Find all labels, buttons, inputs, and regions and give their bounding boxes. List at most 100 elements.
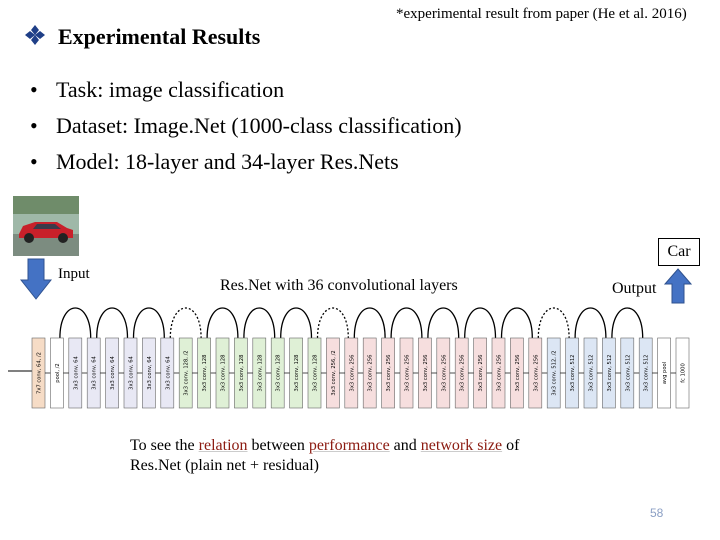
skip-connection-arc <box>169 307 202 339</box>
skip-connection-arc <box>500 307 533 339</box>
layer-block: 3x3 conv, 512 <box>583 337 598 409</box>
layer-block: 3x3 conv, 256 <box>510 337 524 409</box>
bullet-text: Model: 18-layer and 34-layer Res.Nets <box>56 149 399 174</box>
bullet-item: •Model: 18-layer and 34-layer Res.Nets <box>30 149 399 174</box>
layer-label: 3x3 conv, 256 <box>533 355 539 392</box>
skip-connection-arc <box>537 307 570 339</box>
layer-block: 3x3 conv, 256 <box>418 337 432 409</box>
diamond-bullet-icon <box>25 25 45 45</box>
note-highlight: performance <box>308 437 390 454</box>
skip-connection-arc <box>611 307 644 339</box>
skip-connection-arc <box>243 307 276 339</box>
layer-label: 3x3 conv, 128 <box>257 355 263 392</box>
layer-label: 3x3 conv, 256 <box>478 355 484 392</box>
layer-block: 3x3 conv, 128 <box>307 337 322 409</box>
layer-label: 3x3 conv, 256 <box>386 355 392 392</box>
page-number: 58 <box>650 506 664 520</box>
layer-label: 3x3 conv, 256 <box>497 355 503 392</box>
layer-label: 3x3 conv, 256 <box>441 355 447 392</box>
layer-block: 3x3 conv, 256 <box>436 337 451 409</box>
resnet-architecture-diagram: 7x7 conv, 64, /2 pool, /2 3x3 conv, 64 3x3 … <box>8 307 690 409</box>
layer-label: 3x3 conv, 128 <box>202 355 208 392</box>
note-highlight: network size <box>420 437 503 454</box>
bullet-text: Dataset: Image.Net (1000-class classific… <box>56 113 462 138</box>
layer-block: 3x3 conv, 256 <box>528 337 543 409</box>
layer-label: 3x3 conv, 512 <box>589 355 595 392</box>
layer-block: 3x3 conv, 64 <box>86 337 101 409</box>
layer-label: 3x3 conv, 256 <box>368 355 374 392</box>
layer-block: 3x3 conv, 256 <box>454 337 469 409</box>
layer-label: 3x3 conv, 128 <box>239 355 245 392</box>
layer-label: 3x3 conv, 128 <box>276 355 282 392</box>
layer-label: 3x3 conv, 64 <box>147 356 153 390</box>
layer-label: 3x3 conv, 256 <box>460 355 466 392</box>
layer-block: 3x3 conv, 512 <box>620 337 635 409</box>
layer-block: pool, /2 <box>50 337 64 409</box>
note-text: To see the <box>130 437 199 454</box>
note-text: and <box>389 437 421 454</box>
slide-title: Experimental Results <box>58 24 261 49</box>
bullet-text: Task: image classification <box>56 77 285 102</box>
layer-block: 3x3 conv, 256 <box>344 337 359 409</box>
layer-label: 3x3 conv, 64 <box>73 356 79 390</box>
skip-connection-arc <box>206 307 239 339</box>
output-label: Output <box>612 280 657 297</box>
bottom-note: To see the relation between performance … <box>130 436 560 476</box>
layer-label: 3x3 conv, 128, /2 <box>184 350 190 395</box>
layer-block: 3x3 conv, 512, /2 <box>546 337 561 409</box>
layer-block: avg pool <box>657 337 671 409</box>
note-text: between <box>247 437 309 454</box>
skip-connection-arc <box>353 307 386 339</box>
layer-block: 3x3 conv, 256, /2 <box>326 337 340 409</box>
layer-block: 3x3 conv, 256 <box>362 337 377 409</box>
layer-label: 3x3 conv, 512, /2 <box>552 350 558 395</box>
layer-block: 3x3 conv, 128, /2 <box>178 337 193 409</box>
layer-block: 3x3 conv, 512 <box>565 337 579 409</box>
network-caption: Res.Net with 36 convolutional layers <box>220 277 458 294</box>
skip-connection-arc <box>96 307 129 339</box>
layer-label: 7x7 conv, 64, /2 <box>37 352 43 394</box>
layer-label: fc 1000 <box>681 363 687 383</box>
layer-label: 3x3 conv, 512 <box>570 355 576 392</box>
layer-block: 3x3 conv, 256 <box>473 337 487 409</box>
layer-block: 3x3 conv, 256 <box>491 337 506 409</box>
note-text: of Res.Net (plain net + residual) <box>130 437 520 474</box>
source-note: *experimental result from paper (He et a… <box>396 6 687 22</box>
layer-label: avg pool <box>662 362 668 384</box>
layer-block: 3x3 conv, 64 <box>160 337 175 409</box>
layer-label: 3x3 conv, 64 <box>129 356 135 390</box>
layer-label: 3x3 conv, 64 <box>165 356 171 390</box>
input-car-image <box>13 196 79 256</box>
layer-block: 3x3 conv, 128 <box>270 337 285 409</box>
layer-block: fc 1000 <box>675 337 690 409</box>
layer-block: 3x3 conv, 64 <box>123 337 138 409</box>
layer-block: 3x3 conv, 128 <box>197 337 211 409</box>
layer-block: 3x3 conv, 128 <box>252 337 267 409</box>
layer-block: 3x3 conv, 256 <box>399 337 414 409</box>
layer-label: 3x3 conv, 512 <box>607 355 613 392</box>
bullet-list: •Task: image classification •Dataset: Im… <box>30 72 462 180</box>
output-class-label: Car <box>658 238 700 266</box>
layer-block: 3x3 conv, 64 <box>105 337 119 409</box>
skip-connection-arc <box>59 307 92 339</box>
layer-block: 3x3 conv, 64 <box>68 337 83 409</box>
layer-block: 3x3 conv, 512 <box>638 337 653 409</box>
skip-connections <box>59 307 644 339</box>
layer-stack: 7x7 conv, 64, /2 pool, /2 3x3 conv, 64 3x3 … <box>31 337 690 409</box>
skip-connection-arc <box>316 307 349 339</box>
skip-connection-arc <box>280 307 313 339</box>
layer-label: 3x3 conv, 128 <box>313 355 319 392</box>
layer-label: 3x3 conv, 128 <box>294 355 300 392</box>
bullet-item: •Task: image classification <box>30 77 285 102</box>
skip-connection-arc <box>464 307 497 339</box>
layer-block: 7x7 conv, 64, /2 <box>31 337 46 409</box>
layer-block: 3x3 conv, 128 <box>234 337 248 409</box>
layer-label: 3x3 conv, 256 <box>515 355 521 392</box>
layer-block: 3x3 conv, 64 <box>142 337 156 409</box>
input-label: Input <box>58 266 90 282</box>
layer-label: 3x3 conv, 128 <box>221 355 227 392</box>
layer-label: 3x3 conv, 256, /2 <box>331 350 337 395</box>
layer-label: pool, /2 <box>55 363 61 382</box>
layer-label: 3x3 conv, 512 <box>625 355 631 392</box>
layer-label: 3x3 conv, 64 <box>110 356 116 390</box>
